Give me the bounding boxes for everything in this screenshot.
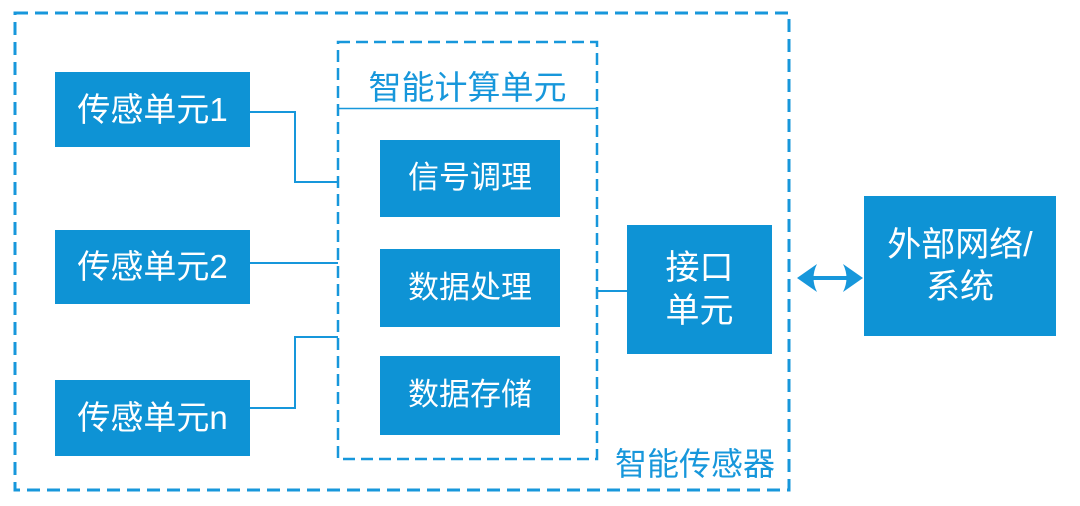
external-system-box: 外部网络/ 系统 bbox=[864, 196, 1056, 336]
sensing-unit-n-label: 传感单元n bbox=[77, 399, 228, 437]
data-storage-box: 数据存储 bbox=[380, 356, 560, 435]
external-system-label-line2: 系统 bbox=[926, 268, 994, 306]
arrow-head-right-icon bbox=[843, 264, 863, 292]
signal-conditioning-box: 信号调理 bbox=[380, 140, 560, 217]
external-system-label-line1: 外部网络/ bbox=[887, 225, 1033, 264]
sensing-unit-2-box: 传感单元2 bbox=[55, 230, 250, 304]
computing-unit-title: 智能计算单元 bbox=[368, 69, 567, 106]
interface-unit-label-line1: 接口 bbox=[665, 249, 734, 287]
bidirectional-arrow bbox=[797, 264, 863, 292]
data-processing-label: 数据处理 bbox=[408, 269, 532, 305]
sensing-unit-1-box: 传感单元1 bbox=[55, 72, 250, 147]
signal-conditioning-label: 信号调理 bbox=[408, 160, 532, 196]
data-processing-box: 数据处理 bbox=[380, 249, 560, 327]
connector-sensing-unit-n bbox=[250, 336, 338, 409]
outer-dashed-border bbox=[13, 11, 791, 492]
smart-sensor-label: 智能传感器 bbox=[614, 446, 775, 482]
sensing-unit-1-label: 传感单元1 bbox=[77, 90, 228, 128]
sensing-unit-n-box: 传感单元n bbox=[55, 380, 250, 456]
interface-unit-box: 接口 单元 bbox=[627, 225, 772, 354]
data-storage-label: 数据存储 bbox=[408, 377, 532, 413]
computing-unit-dashed-border bbox=[336, 40, 599, 461]
interface-unit-label-line2: 单元 bbox=[665, 291, 734, 330]
arrow-head-left-icon bbox=[797, 264, 817, 292]
sensing-unit-2-label: 传感单元2 bbox=[77, 248, 228, 286]
connector-sensing-unit-1 bbox=[250, 111, 338, 183]
